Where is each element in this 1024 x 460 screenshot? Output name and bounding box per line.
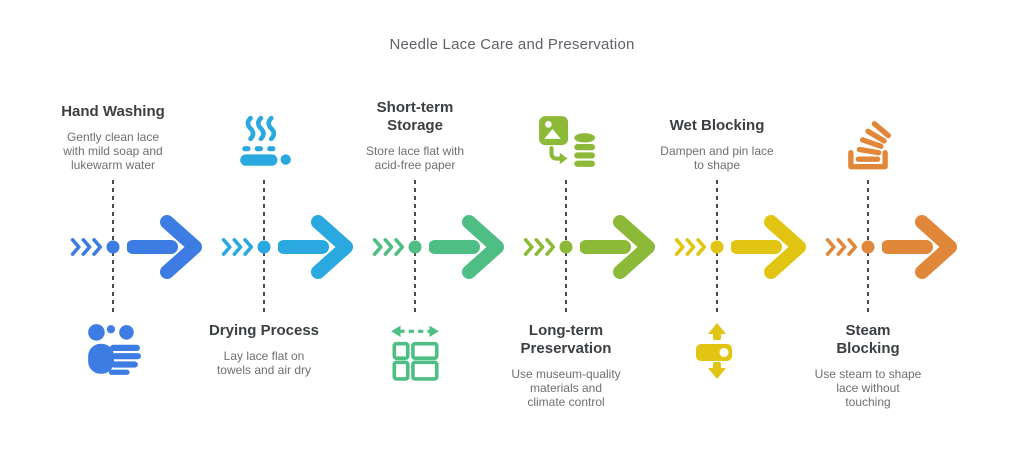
- step-description: Dampen and pin lace to shape: [660, 143, 774, 172]
- step-wet-blocking: Wet Blocking Dampen and pin lace to shap…: [642, 0, 806, 460]
- step-icon-block: [793, 112, 943, 172]
- pin-vertical-stretch-icon: [696, 323, 732, 379]
- step-drying-process: Drying Process Lay lace flat on towels a…: [189, 0, 353, 460]
- step-icon-block: [340, 322, 490, 382]
- arrow-right-icon: [127, 215, 202, 279]
- step-title: Short-term Storage: [376, 98, 454, 134]
- timeline-dot: [106, 240, 120, 254]
- step-text-block: Drying Process Lay lace flat on towels a…: [189, 322, 339, 377]
- step-title: Drying Process: [208, 322, 320, 339]
- step-description: Lay lace flat on towels and air dry: [216, 349, 312, 378]
- step-steam-blocking: Steam Blocking Use steam to shape lace w…: [793, 0, 957, 460]
- timeline-dot: [257, 240, 271, 254]
- step-description: Use museum-quality materials and climate…: [511, 367, 621, 410]
- step-text-block: Wet Blocking Dampen and pin lace to shap…: [642, 117, 792, 172]
- chevrons-icon: [372, 238, 405, 256]
- step-icon-block: [491, 114, 641, 172]
- step-title: Wet Blocking: [669, 116, 765, 134]
- chevrons-icon: [523, 238, 556, 256]
- step-short-term-storage: Short-term Storage Store lace flat with …: [340, 0, 504, 460]
- timeline-dot: [408, 240, 422, 254]
- step-title: Steam Blocking: [836, 322, 900, 357]
- step-text-block: Long-term Preservation Use museum-qualit…: [491, 322, 641, 409]
- step-long-term-preservation: Long-term Preservation Use museum-qualit…: [491, 0, 655, 460]
- step-hand-washing: Hand Washing Gently clean lace with mild…: [38, 0, 202, 460]
- step-text-block: Hand Washing Gently clean lace with mild…: [38, 103, 188, 172]
- arrow-right-icon: [882, 215, 957, 279]
- step-title: Long-term Preservation: [520, 322, 612, 357]
- chevrons-icon: [221, 238, 254, 256]
- step-description: Store lace flat with acid-free paper: [365, 143, 465, 172]
- step-icon-block: [189, 114, 339, 172]
- hand-washing-icon: [88, 324, 141, 375]
- arrow-right-icon: [731, 215, 806, 279]
- timeline-dot: [559, 240, 573, 254]
- chevrons-icon: [825, 238, 858, 256]
- archive-to-database-icon: [539, 116, 595, 167]
- step-description: Use steam to shape lace without touching: [814, 367, 922, 410]
- timeline-dot: [710, 240, 724, 254]
- step-icon-block: [38, 322, 188, 380]
- page-title: Needle Lace Care and Preservation: [389, 36, 635, 53]
- timeline-dot: [861, 240, 875, 254]
- steam-drying-icon: [240, 115, 291, 166]
- step-title: Hand Washing: [61, 102, 165, 120]
- step-description: Gently clean lace with mild soap and luk…: [63, 129, 163, 172]
- arrow-right-icon: [580, 215, 655, 279]
- step-icon-block: [642, 322, 792, 380]
- flat-storage-width-icon: [391, 325, 439, 381]
- chevrons-icon: [674, 238, 707, 256]
- arrow-right-icon: [278, 215, 353, 279]
- step-text-block: Steam Blocking Use steam to shape lace w…: [793, 322, 943, 409]
- steam-stack-icon: [848, 121, 892, 170]
- arrow-right-icon: [429, 215, 504, 279]
- chevrons-icon: [70, 238, 103, 256]
- step-text-block: Short-term Storage Store lace flat with …: [340, 99, 490, 172]
